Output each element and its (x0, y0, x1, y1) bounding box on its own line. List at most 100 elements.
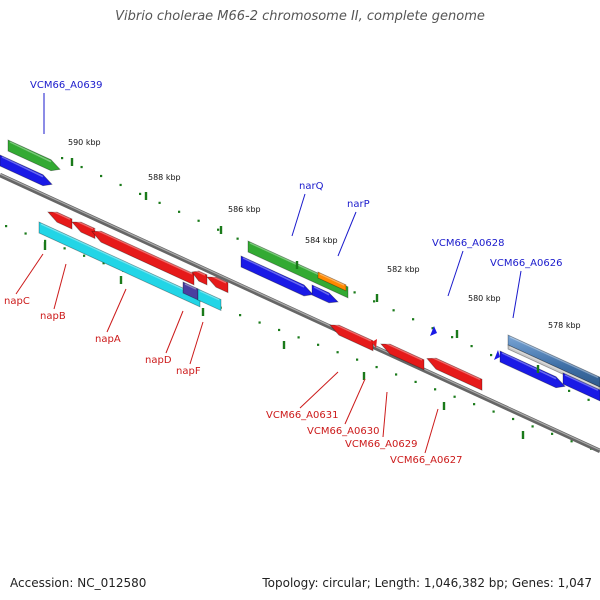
tick-mark (295, 261, 299, 269)
gene-napd-red-highlight (193, 269, 206, 276)
upper-tick-dot (80, 165, 83, 169)
tick-mark-lower (43, 242, 47, 250)
gene-label-leader (299, 371, 339, 409)
gene-napc-red (47, 211, 73, 230)
tick-mark (536, 365, 540, 373)
gene-blue-vcm66-a0626b (562, 372, 600, 402)
gene-blue-vcm66-a0639-highlight (1, 156, 44, 178)
tick-label: 590 kbp (68, 138, 101, 147)
lower-tick-dot (317, 343, 320, 346)
gene-napf-red (206, 276, 229, 294)
tick-label: 580 kbp (468, 294, 501, 303)
gene-nap-cyan (38, 221, 201, 308)
lower-tick-dot (551, 432, 554, 435)
tick-label: 584 kbp (305, 236, 338, 245)
lower-tick-dot (473, 403, 476, 406)
lower-tick-dot (453, 395, 456, 398)
gene-nap-cyan-highlight (40, 223, 199, 297)
gene-label-leader (189, 321, 204, 365)
gene-label: VCM66_A0626 (490, 258, 562, 269)
genome-backbone (0, 172, 600, 454)
gene-label: VCM66_A0629 (345, 439, 417, 450)
lower-tick-dot (5, 225, 8, 228)
topology-summary: Topology: circular; Length: 1,046,382 bp… (262, 576, 592, 590)
tick-label: 588 kbp (148, 173, 181, 182)
gene-label-leader (344, 378, 366, 425)
lower-tick-dot (63, 247, 66, 250)
gene-narp-orange (317, 271, 347, 292)
gene-blue-narq-highlight (242, 257, 305, 288)
gene-label-leader (424, 408, 439, 454)
gene-napd-dark-highlight (184, 283, 197, 290)
gene-napa-red (91, 230, 195, 286)
lower-tick-dot (83, 254, 86, 257)
lower-tick-dot (512, 417, 515, 421)
tick-mark-lower (521, 431, 525, 439)
tick-label: 586 kbp (228, 205, 261, 214)
lower-tick-dot (356, 358, 359, 361)
lower-tick-dot (395, 373, 398, 376)
gene-label: narQ (299, 181, 324, 192)
gene-vcm66-a0628 (430, 326, 437, 336)
gene-blue-vcm66-a0639 (0, 154, 53, 187)
upper-tick-dot (178, 210, 181, 213)
gene-vcm66-a0629 (380, 343, 425, 371)
tick-mark-lower (119, 276, 123, 284)
gene-label-leader (165, 310, 184, 354)
gene-label-leader (382, 391, 388, 438)
lower-tick-dot (44, 239, 47, 243)
lower-tick-dot (492, 410, 495, 413)
gene-vcm66-a0626-steel (507, 334, 600, 388)
upper-tick-dot (431, 327, 434, 330)
upper-tick-dot (217, 228, 220, 231)
gene-vcm66-a0629-highlight (382, 341, 423, 361)
upper-tick-dot (392, 309, 395, 312)
upper-tick-dot (119, 183, 122, 187)
gene-vcm66-a0631-highlight (331, 322, 372, 342)
gene-vcm66-a0639-highlight (9, 141, 52, 163)
lower-tick-dot (336, 351, 339, 354)
gene-vcm66-a0626-grey-highlight (509, 346, 599, 389)
gene-blue-narp-highlight (313, 286, 330, 296)
tick-mark-lower (282, 341, 286, 349)
gene-label-leader (447, 250, 464, 297)
gene-label: VCM66_A0627 (390, 455, 462, 466)
tick-mark-lower (442, 402, 446, 410)
upper-tick-dot (61, 157, 64, 160)
gene-vcm66-a0639 (7, 139, 61, 172)
tick-label: 578 kbp (548, 321, 581, 330)
gene-vcm66-a0627 (426, 357, 483, 391)
tick-label: 582 kbp (387, 265, 420, 274)
upper-tick-dot (197, 219, 200, 222)
gene-small-blue (494, 350, 500, 360)
gene-napd-red (191, 270, 208, 286)
tick-mark (375, 294, 379, 302)
gene-label: VCM66_A0631 (266, 410, 338, 421)
gene-label-leader (291, 193, 306, 237)
gene-label: narP (347, 199, 370, 210)
gene-label-leader (15, 253, 44, 295)
gene-vcm66-a0626-steel-highlight (509, 336, 599, 379)
gene-vcm66-a0630 (372, 339, 377, 348)
upper-tick-dot (158, 201, 161, 204)
gene-label-leader (53, 263, 67, 310)
lower-tick-dot (375, 365, 378, 369)
lower-tick-dot (24, 232, 27, 235)
tick-mark (455, 330, 459, 338)
upper-tick-dot (100, 174, 103, 178)
gene-label: napA (95, 334, 121, 345)
lower-tick-dot (434, 388, 437, 391)
lower-tick-dot (239, 314, 242, 317)
genome-backbone-highlight (0, 173, 600, 451)
gene-napf-cyan-highlight (199, 290, 220, 301)
gene-blue-vcm66-a0626 (499, 350, 566, 389)
gene-blue-narp (311, 284, 339, 304)
upper-tick-dot (587, 398, 590, 401)
upper-tick-dot (490, 353, 493, 357)
lower-tick-dot (102, 262, 105, 265)
tick-mark-lower (201, 308, 205, 316)
upper-tick-dot (139, 192, 142, 196)
gene-blue-vcm66-a0626-highlight (501, 352, 557, 380)
upper-tick-dot (412, 318, 415, 321)
